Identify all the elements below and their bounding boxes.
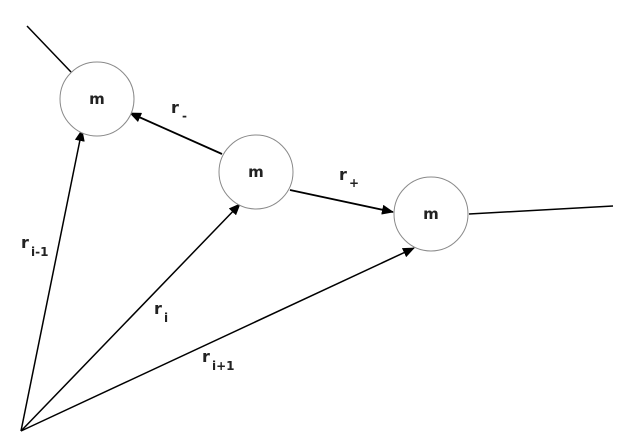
vector-r-i-plus-1 [20,247,415,432]
mass-right-label: m [423,205,439,223]
mass-left-label: m [89,90,105,108]
label-r-i-minus-1-sub: i-1 [31,245,48,259]
chain-segment-right-outer [468,205,614,215]
label-r-i-minus-1-base: r [21,233,29,252]
label-r-i-minus-1: r i-1 [21,233,48,259]
label-r-plus-base: r [339,165,347,184]
label-r-i-plus-1: r i+1 [202,347,235,373]
mass-left: m [59,61,135,137]
mass-right: m [393,176,469,252]
mass-center-label: m [248,163,264,181]
label-r-plus-sub: + [349,176,359,190]
label-r-i-base: r [154,299,162,318]
vector-r-i-minus-1 [20,129,85,432]
label-r-i: r i [154,299,168,325]
vector-r-i [20,203,241,432]
label-r-i-plus-1-sub: i+1 [212,359,235,373]
chain-segment-left-outer [26,25,72,73]
label-r-i-sub: i [164,311,168,325]
label-r-minus: r - [171,98,187,123]
vector-r-plus [289,189,394,215]
label-r-plus: r + [339,165,359,190]
label-r-minus-base: r [171,98,179,117]
label-r-minus-sub: - [182,109,187,123]
label-r-i-plus-1-base: r [202,347,210,366]
vector-r-minus [129,112,223,155]
mass-center: m [218,134,294,210]
